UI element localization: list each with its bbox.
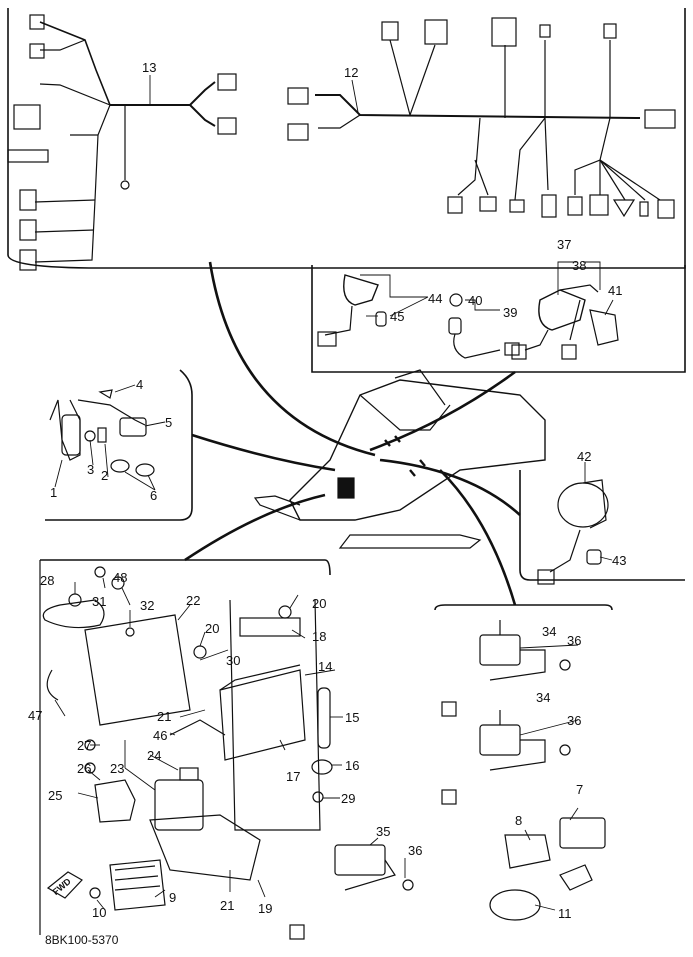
light-switch-group <box>311 265 686 373</box>
callout-29: 28 <box>40 573 54 588</box>
callout-45: 45 <box>390 309 404 324</box>
callout-25: 24 <box>147 748 161 763</box>
callout-11: 11 <box>558 906 572 921</box>
callout-31: 30 <box>226 653 240 668</box>
callout-18: 18 <box>312 629 326 644</box>
callout-9: 9 <box>169 890 176 905</box>
callout-44: 44 <box>428 291 442 306</box>
callout-28: 27 <box>77 738 91 753</box>
callout-5: 5 <box>165 415 172 430</box>
callout-22: 21 <box>220 898 234 913</box>
callout-17: 17 <box>286 769 300 784</box>
callout-10: 10 <box>92 905 106 920</box>
callout-48: 48 <box>113 570 127 585</box>
callout-34-mid: 34 <box>536 690 550 705</box>
callout-20-mid: 20 <box>205 621 219 636</box>
callout-33: 32 <box>140 598 154 613</box>
callout-24: 23 <box>110 761 124 776</box>
callout-12: 12 <box>344 65 358 80</box>
callout-37: 37 <box>557 237 571 252</box>
callout-39: 39 <box>503 305 517 320</box>
callout-19: 19 <box>258 901 272 916</box>
callout-23: 22 <box>186 593 200 608</box>
callout-13: 13 <box>142 60 156 75</box>
callout-43: 43 <box>612 553 626 568</box>
callout-32: 31 <box>92 594 106 609</box>
callout-36-low: 36 <box>408 843 422 858</box>
ignition-coil-group <box>45 369 193 521</box>
callout-41: 41 <box>608 283 622 298</box>
callout-35: 35 <box>376 824 390 839</box>
callout-30: 29 <box>341 791 355 806</box>
callout-14: 14 <box>318 659 332 674</box>
callout-7: 7 <box>576 782 583 797</box>
callout-27: 26 <box>77 761 91 776</box>
callout-47: 47 <box>28 708 42 723</box>
callout-labels: 13 12 37 38 44 45 40 39 41 4 5 1 3 2 6 4… <box>28 60 626 947</box>
callout-8: 8 <box>515 813 522 828</box>
callout-15: 15 <box>345 710 359 725</box>
callout-36-top: 36 <box>567 633 581 648</box>
callout-3: 3 <box>87 462 94 477</box>
snowmobile-outline <box>253 369 546 549</box>
wire-harness-panel <box>7 8 686 271</box>
callout-42: 42 <box>577 449 591 464</box>
callout-46: 46 <box>153 728 167 743</box>
switch-group <box>289 604 613 940</box>
callout-20-top: 20 <box>312 596 326 611</box>
callout-2: 2 <box>101 468 108 483</box>
callout-38: 38 <box>572 258 586 273</box>
callout-16: 16 <box>345 758 359 773</box>
callout-1: 1 <box>50 485 57 500</box>
callout-34-top: 34 <box>542 624 556 639</box>
callout-6: 6 <box>150 488 157 503</box>
callout-36-mid: 36 <box>567 713 581 728</box>
cdi-unit-group <box>39 559 333 935</box>
part-code: 8BK100-5370 <box>45 933 119 947</box>
callout-leaders <box>54 75 614 911</box>
horn-group <box>519 470 685 585</box>
callout-40: 40 <box>468 293 482 308</box>
callout-21: 21 <box>157 709 171 724</box>
callout-4: 4 <box>136 377 143 392</box>
leader-curves <box>184 261 521 606</box>
callout-26: 25 <box>48 788 62 803</box>
